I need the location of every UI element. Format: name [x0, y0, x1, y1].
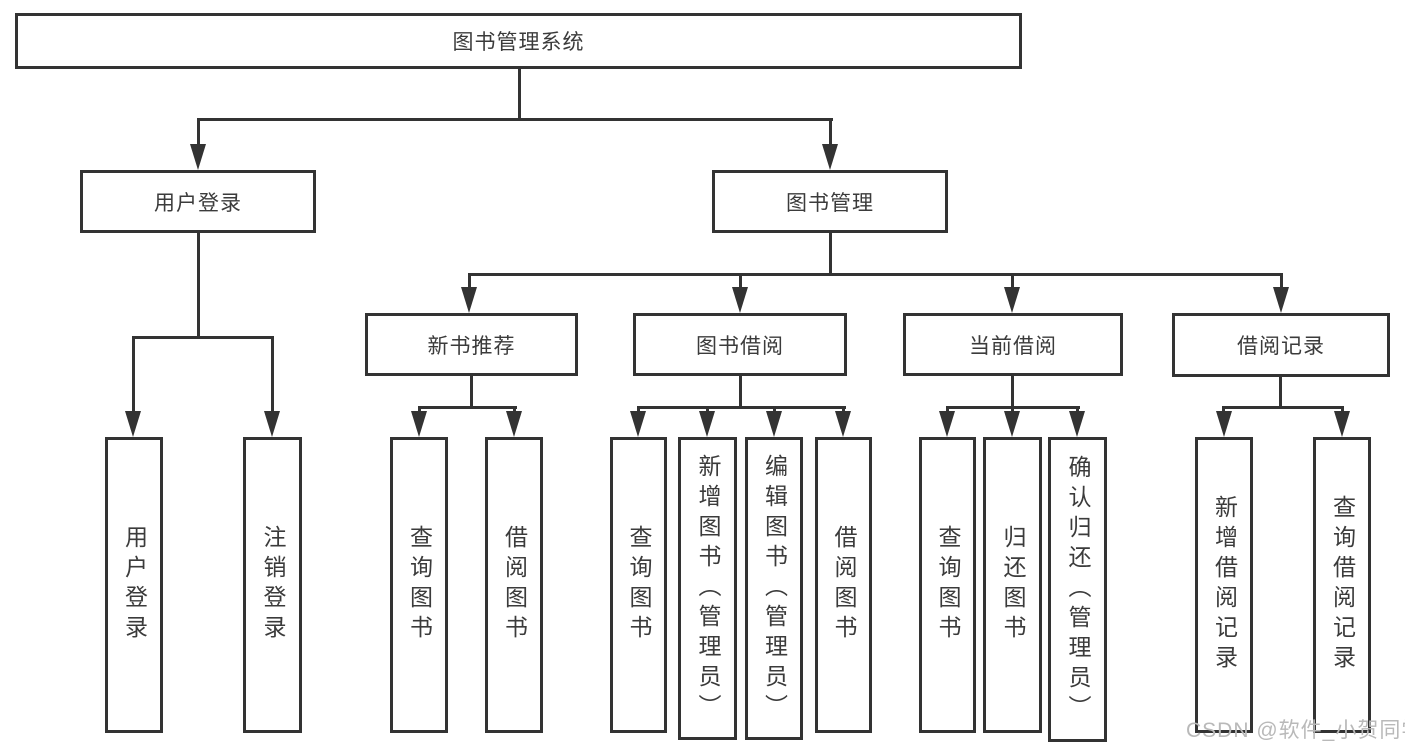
node-label: 新书推荐	[427, 334, 516, 358]
leaf-confirm-return-admin: 确认归还（管理员）	[1048, 437, 1107, 742]
leaf-logout-login: 注销登录	[243, 437, 302, 733]
arrowhead	[411, 411, 427, 437]
node-book-borrow: 图书借阅	[633, 313, 847, 376]
leaf-return-book: 归还图书	[983, 437, 1042, 733]
connector-line	[829, 120, 832, 146]
node-label: 借阅记录	[1237, 335, 1325, 358]
connector-line	[468, 275, 471, 289]
node-label: 图书借阅	[696, 334, 784, 358]
node-label: 借阅图书	[501, 525, 528, 645]
node-borrow-record: 借阅记录	[1172, 313, 1390, 377]
connector-line	[946, 406, 1080, 409]
connector-line	[1280, 275, 1283, 289]
leaf-user-login: 用户登录	[105, 437, 163, 733]
leaf-add-borrow-record: 新增借阅记录	[1195, 437, 1253, 733]
arrowhead	[1004, 411, 1020, 437]
node-root-system: 图书管理系统	[15, 13, 1022, 69]
arrowhead	[125, 411, 141, 437]
leaf-query-book-current: 查询图书	[919, 437, 976, 733]
arrowhead	[1216, 411, 1232, 437]
leaf-add-book-admin: 新增图书（管理员）	[678, 437, 737, 740]
arrowhead	[939, 411, 955, 437]
node-label: 注销登录	[260, 525, 286, 645]
connector-line	[132, 336, 274, 339]
leaf-borrow-book-borrow: 借阅图书	[815, 437, 872, 733]
arrowhead	[1334, 411, 1350, 437]
arrowhead	[1004, 287, 1020, 313]
node-label: 当前借阅	[969, 334, 1057, 358]
node-label: 用户登录	[121, 525, 148, 645]
node-label: 归还图书	[1000, 525, 1026, 645]
connector-line	[197, 233, 200, 338]
arrowhead	[822, 144, 838, 170]
arrowhead	[766, 411, 782, 437]
connector-line	[468, 273, 1283, 276]
connector-line	[518, 68, 521, 120]
node-new-book-recommend: 新书推荐	[365, 313, 578, 376]
node-label: 用户登录	[154, 191, 242, 215]
connector-line	[1279, 377, 1282, 408]
csdn-watermark: CSDN @软件_小贺同学	[1186, 719, 1405, 742]
leaf-query-book-recommend: 查询图书	[390, 437, 448, 733]
leaf-borrow-book-recommend: 借阅图书	[485, 437, 543, 733]
arrowhead	[835, 411, 851, 437]
node-label: 图书管理系统	[452, 31, 585, 54]
arrowhead	[1069, 411, 1085, 437]
arrowhead	[264, 411, 280, 437]
arrowhead	[699, 411, 715, 437]
node-label: 新增借阅记录	[1211, 495, 1238, 675]
node-book-management: 图书管理	[712, 170, 948, 233]
connector-line	[470, 376, 473, 408]
arrowhead	[506, 411, 522, 437]
connector-line	[637, 406, 846, 409]
node-label: 查询图书	[626, 525, 652, 645]
leaf-edit-book-admin: 编辑图书（管理员）	[745, 437, 803, 740]
connector-line	[1011, 376, 1014, 408]
leaf-query-borrow-record: 查询借阅记录	[1313, 437, 1371, 733]
node-label: 图书管理	[786, 191, 874, 215]
arrowhead	[190, 144, 206, 170]
arrowhead	[461, 287, 477, 313]
node-label: 新增图书（管理员）	[695, 453, 721, 724]
connector-line	[197, 120, 200, 146]
node-user-login-group: 用户登录	[80, 170, 316, 233]
connector-line	[739, 275, 742, 289]
connector-line	[271, 338, 274, 412]
node-label: 确认归还（管理员）	[1065, 454, 1091, 725]
arrowhead	[630, 411, 646, 437]
connector-line	[739, 376, 742, 408]
arrowhead	[732, 287, 748, 313]
connector-line	[418, 406, 517, 409]
leaf-query-book-borrow: 查询图书	[610, 437, 667, 733]
node-label: 查询图书	[935, 525, 961, 645]
arrowhead	[1273, 287, 1289, 313]
node-current-borrow: 当前借阅	[903, 313, 1123, 376]
connector-line	[197, 118, 833, 121]
connector-line	[132, 338, 135, 412]
connector-line	[1011, 275, 1014, 289]
node-label: 编辑图书（管理员）	[761, 453, 788, 724]
node-label: 查询图书	[406, 525, 433, 645]
connector-line	[1222, 406, 1344, 409]
node-label: 查询借阅记录	[1329, 495, 1356, 675]
node-label: 借阅图书	[831, 525, 857, 645]
connector-line	[829, 233, 832, 275]
